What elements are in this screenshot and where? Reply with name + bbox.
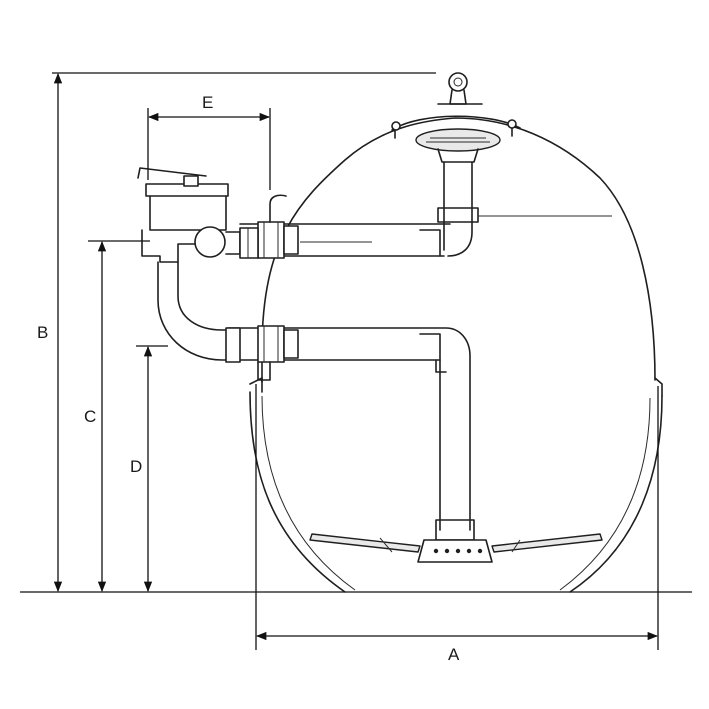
label-a: A [448,645,460,664]
label-e: E [202,93,213,112]
tank-flange [249,377,663,397]
label-d: D [130,457,142,476]
label-b: B [37,323,48,342]
tank-lower-shell [249,391,663,593]
valve-port [194,226,226,258]
upper-pipe [239,194,612,259]
lower-pipe [227,325,471,531]
lid-handle [437,72,483,105]
elbow-union [225,327,241,363]
valve-return-elbow [157,261,241,361]
bolt-left [391,121,401,131]
filter-tank [249,72,663,593]
tank-upper-shell [261,117,656,383]
multiport-valve [137,167,259,263]
dimension-arrows [53,72,659,641]
bolt-right [507,119,517,129]
lateral-arms [309,533,603,553]
tank-lower-inner [261,395,651,591]
lower-hub [417,519,493,563]
upper-diffuser [415,128,501,163]
reference-lines [52,72,659,650]
upper-riser-collar [437,207,479,223]
upper-riser [443,161,473,257]
label-c: C [84,407,96,426]
